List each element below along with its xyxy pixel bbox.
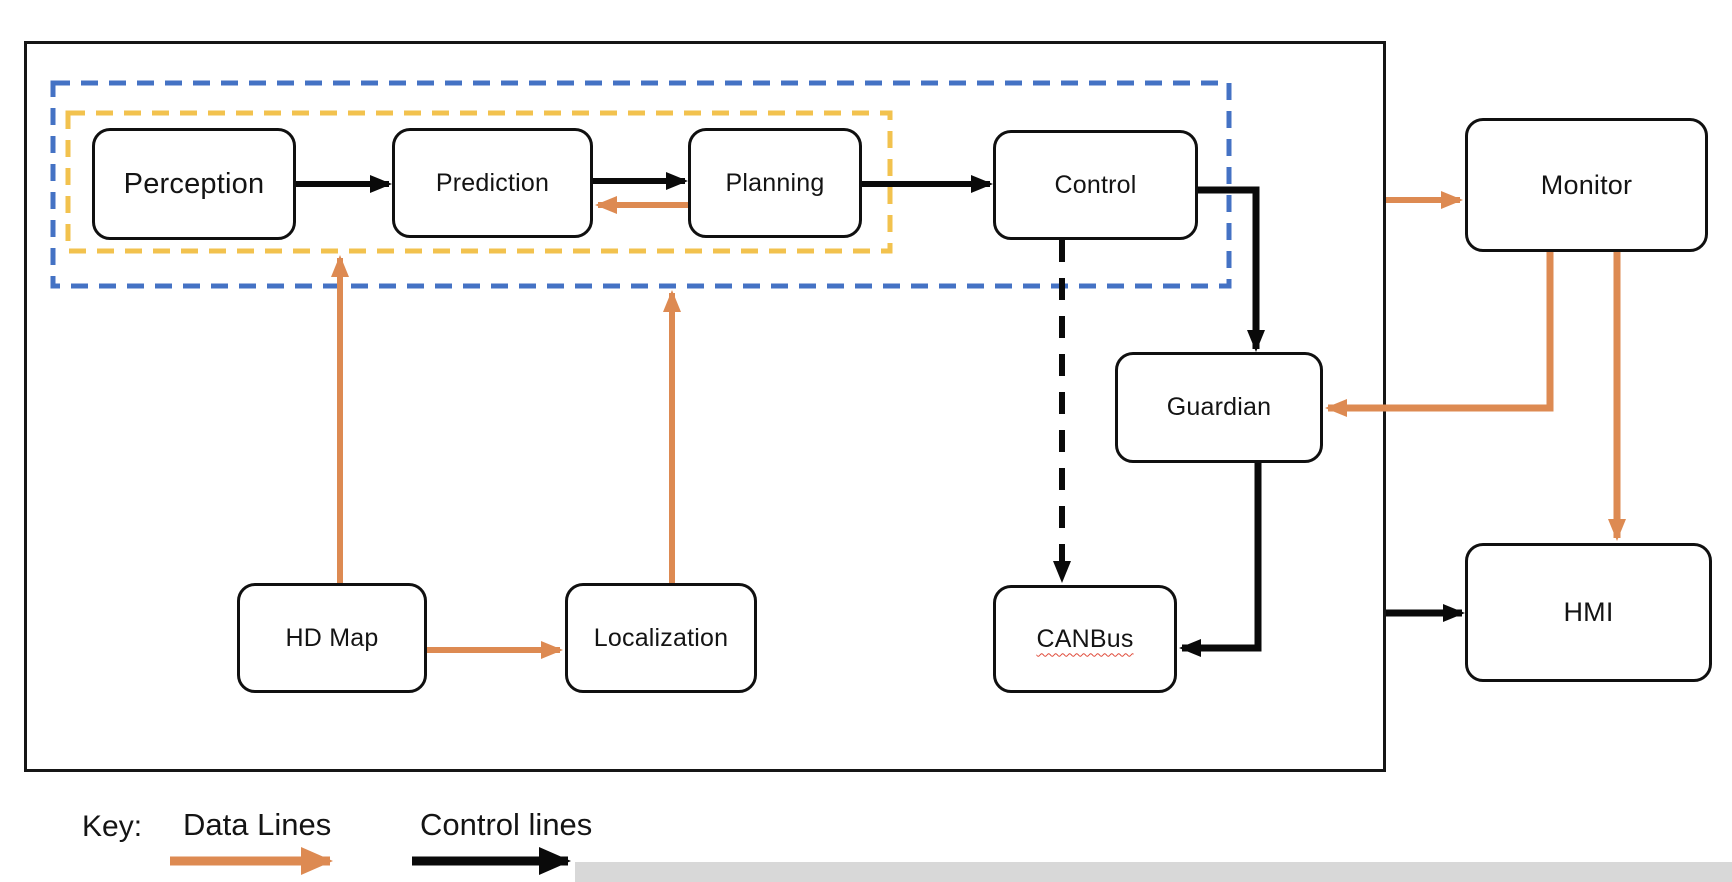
node-control-label: Control — [1054, 170, 1137, 199]
yellow-dashed-group-box — [65, 110, 893, 254]
edge-guardian-to-canbus — [1179, 463, 1262, 657]
node-perception-label: Perception — [123, 167, 265, 200]
node-planning-label: Planning — [725, 168, 825, 197]
node-hmi: HMI — [1465, 543, 1712, 682]
node-planning: Planning — [688, 128, 862, 238]
node-guardian-label: Guardian — [1166, 393, 1272, 421]
node-localization: Localization — [565, 583, 757, 693]
node-monitor-label: Monitor — [1540, 169, 1633, 200]
node-monitor: Monitor — [1465, 118, 1708, 252]
node-prediction: Prediction — [392, 128, 593, 238]
node-perception: Perception — [92, 128, 296, 240]
node-localization-label: Localization — [593, 623, 729, 652]
node-hd-map-label: HD Map — [285, 623, 379, 652]
key-title: Key: — [82, 810, 143, 843]
node-hd-map: HD Map — [237, 583, 427, 693]
edge-monitor-to-guardian — [1325, 252, 1554, 417]
node-control: Control — [993, 130, 1198, 240]
node-canbus: CANBus — [993, 585, 1177, 693]
edge-control-to-guardian — [1198, 186, 1265, 352]
node-canbus-label: CANBus — [1036, 624, 1134, 653]
key-data-lines-label: Data Lines — [183, 807, 332, 842]
key-control-lines-label: Control lines — [420, 807, 593, 842]
blue-dashed-group-box — [50, 80, 1232, 289]
bottom-gray-strip — [575, 862, 1732, 882]
node-prediction-label: Prediction — [435, 168, 550, 197]
node-hmi-label: HMI — [1563, 597, 1614, 627]
node-guardian: Guardian — [1115, 352, 1323, 463]
